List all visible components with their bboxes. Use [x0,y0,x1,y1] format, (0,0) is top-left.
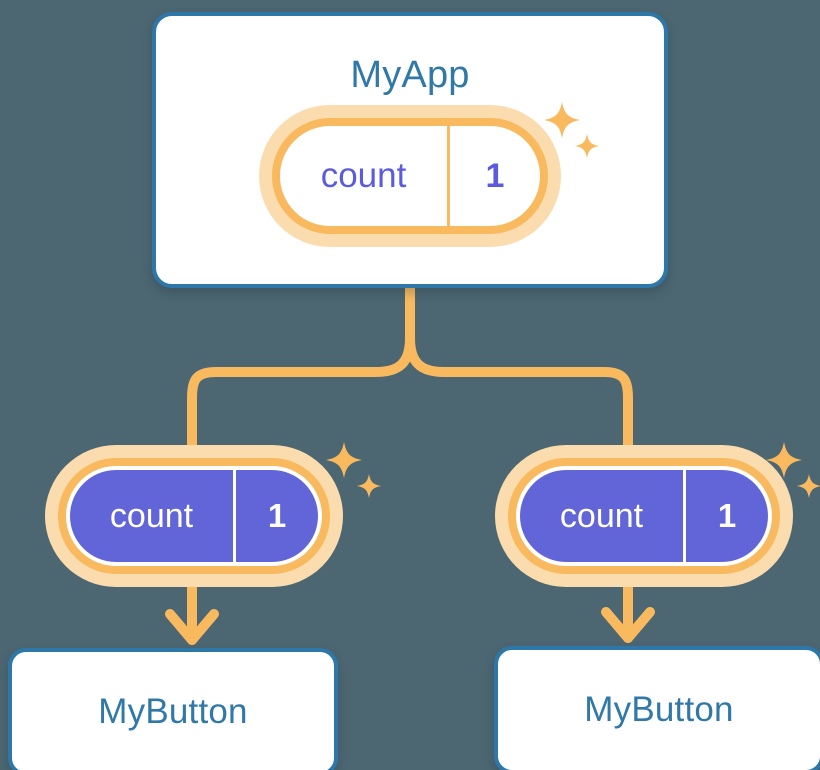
signal-pill-body: count 1 [58,458,330,574]
signal-key: count [70,470,236,562]
connector-branch-right [405,333,633,465]
signal-value: 1 [717,497,737,534]
component-card-label: MyButton [584,690,734,729]
signal-pill-child-2[interactable]: count 1 [495,445,793,587]
connector-arrow-right-head [601,607,655,643]
signal-key: count [280,126,450,226]
component-card-mybutton-right[interactable]: MyButton [494,646,820,770]
component-card-mybutton-left[interactable]: MyButton [8,648,338,770]
signal-pill-root[interactable]: count 1 [259,105,561,247]
component-card-label: MyButton [98,692,248,731]
signal-value: 1 [267,497,287,534]
signal-key: count [520,470,686,562]
signal-value: 1 [485,156,505,195]
signal-pill-child-1[interactable]: count 1 [45,445,343,587]
signal-pill-body: count 1 [508,458,780,574]
signal-pill-inner: count 1 [70,470,318,562]
signal-pill-inner: count 1 [520,470,768,562]
signal-pill-body: count 1 [272,118,548,234]
connector-arrow-left-head [165,609,219,645]
page-title: MyApp [350,54,470,96]
connector-branch-left [187,333,415,465]
